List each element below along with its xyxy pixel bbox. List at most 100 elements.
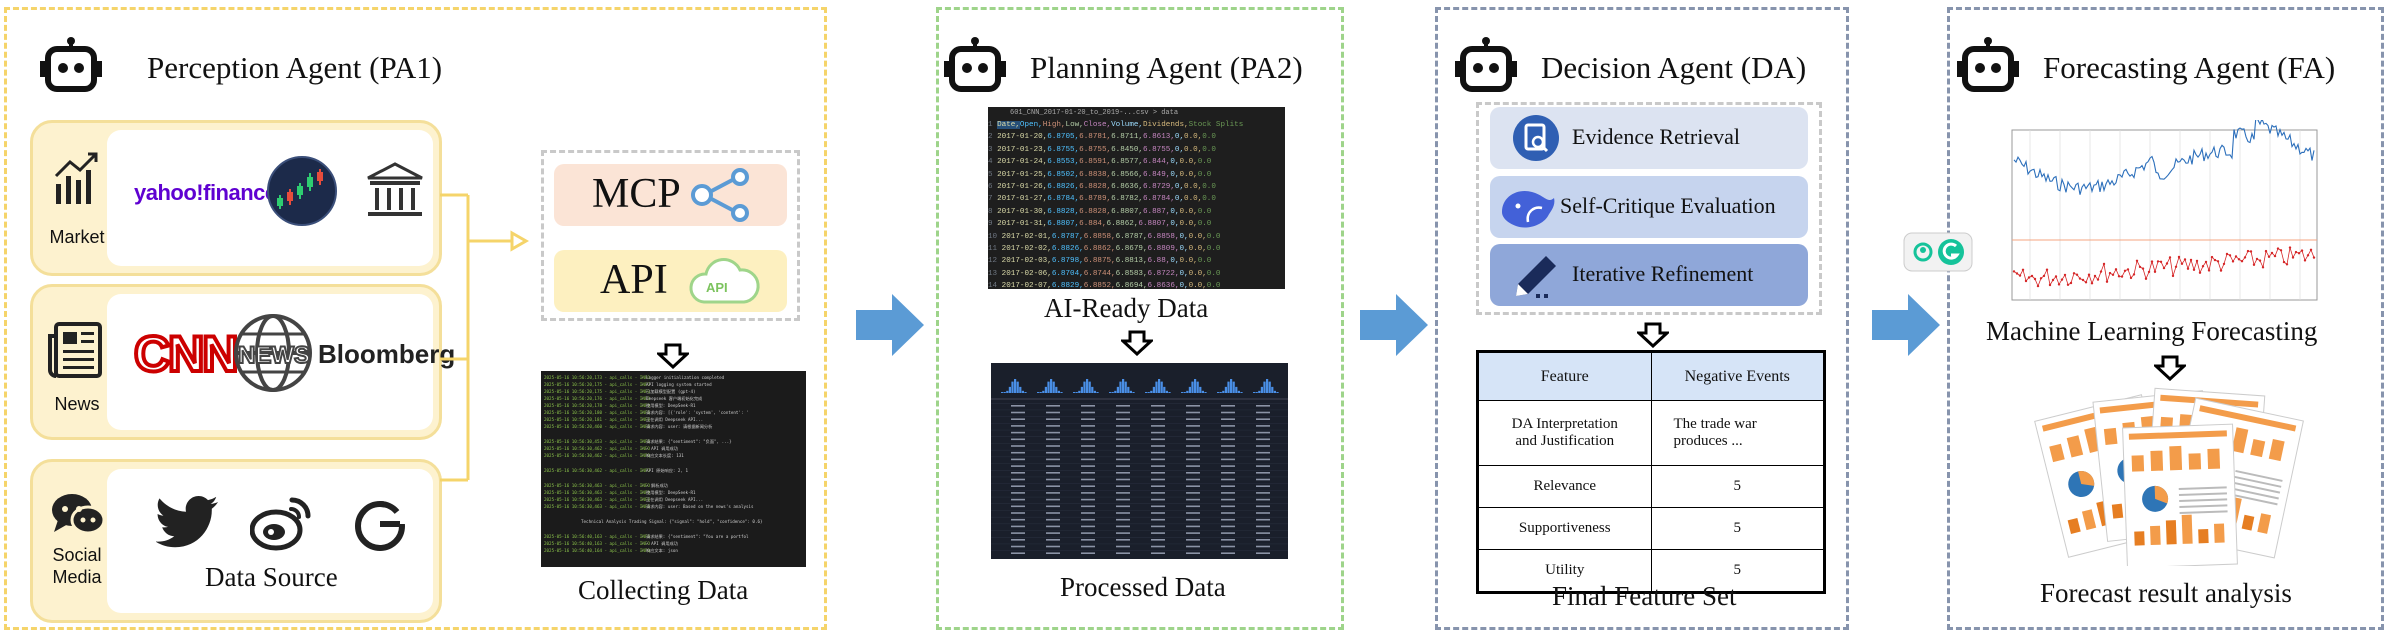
cell-value (1046, 485, 1060, 487)
signal-point (2204, 260, 2208, 264)
cell-value (1011, 458, 1025, 461)
cell-value (1116, 438, 1130, 441)
report-page (2122, 423, 2238, 566)
histogram-bar (1052, 381, 1055, 393)
row-line (991, 490, 1288, 491)
signal-point (2213, 258, 2217, 262)
down-arrow (2154, 355, 2186, 381)
cell-value (1256, 425, 1270, 427)
cell-value (1046, 418, 1060, 420)
cell-value (1151, 532, 1165, 534)
csv-line: 2 2017-01-20,6.8705,6.8781,6.8711,6.8613… (988, 133, 1216, 142)
planning-agent-panel (936, 7, 1344, 630)
cell-value (1046, 405, 1060, 407)
cnn-logo: CNN (132, 324, 240, 384)
down-arrow (1121, 330, 1153, 356)
signal-point (2297, 252, 2301, 255)
histogram-bar (1268, 381, 1271, 393)
cell-value (1116, 425, 1130, 427)
perception-agent-title: Perception Agent (PA1) (147, 50, 443, 85)
news-logo-text: NEWS (237, 341, 311, 370)
chart-bg (1990, 120, 2327, 312)
cell-value (1046, 525, 1060, 528)
cell-value (1011, 545, 1025, 548)
signal-point (2246, 249, 2250, 253)
histogram-bar (1111, 392, 1114, 393)
cell-value (1116, 552, 1130, 554)
signal-point (2102, 262, 2106, 266)
cell-value (1151, 512, 1165, 514)
cell-value (1256, 518, 1270, 521)
histogram-bar (1129, 390, 1132, 393)
cell-value (1081, 451, 1095, 454)
histogram-bar (1222, 390, 1225, 393)
cell-value (1081, 518, 1095, 521)
cell-value (1116, 505, 1130, 508)
iterative-refinement-label: Iterative Refinement (1572, 261, 1754, 286)
signal-point (2162, 266, 2166, 270)
cell-value (1081, 498, 1095, 501)
report-pie-slice (2154, 485, 2169, 504)
data-source-caption: Data Source (205, 562, 338, 592)
signal-point (2156, 260, 2160, 263)
cell-value (1151, 498, 1165, 501)
signal-point (2036, 284, 2040, 288)
cell-value (1116, 472, 1130, 474)
histogram-bar (1122, 379, 1125, 393)
signal-point (2186, 267, 2190, 270)
signal-point (2105, 280, 2109, 283)
signal-point (2072, 272, 2076, 275)
signal-point (2117, 275, 2121, 278)
signal-point (2069, 281, 2073, 285)
table-cell: Relevance (1477, 465, 1652, 508)
signal-point (2021, 268, 2025, 271)
signal-point (2078, 277, 2082, 280)
table-cell: DA Interpretation and Justification (1477, 400, 1652, 466)
histogram-bar (1109, 392, 1112, 393)
cell-value (1151, 539, 1165, 541)
signal-point (2174, 265, 2178, 268)
histogram-bar (1001, 392, 1004, 393)
cell-value (1046, 518, 1060, 521)
cell-value (1221, 438, 1235, 441)
histogram-bar (1232, 381, 1235, 393)
cell-value (1256, 418, 1270, 420)
histogram-bar (1240, 392, 1243, 393)
report-text-line (2178, 492, 2227, 497)
cell-value (1186, 498, 1200, 501)
svg-text:- Logger initialization comple: - Logger initialization completed (641, 375, 725, 380)
svg-text:2025-05-16 10:56:20,181 - api_: 2025-05-16 10:56:20,181 - api_calls - IN… (544, 417, 650, 422)
signal-point (2081, 278, 2085, 282)
cell-value (1046, 472, 1060, 474)
csv-line: 14 2017-02-07,6.8829,6.8852,6.8694,6.863… (988, 282, 1221, 289)
report-bar (2241, 514, 2255, 531)
histogram-bar (1019, 386, 1022, 393)
histogram-bar (1152, 386, 1155, 393)
svg-text:2025-05-16 10:56:20,176 - api_: 2025-05-16 10:56:20,176 - api_calls - IN… (544, 396, 650, 401)
report-bar (2268, 439, 2285, 462)
histogram-bar (1276, 392, 1279, 393)
cell-value (1116, 418, 1130, 420)
cell-value (1081, 545, 1095, 548)
document-search-icon (1513, 115, 1559, 161)
svg-text:2025-05-16 10:56:30,462 - api_: 2025-05-16 10:56:30,462 - api_calls - IN… (544, 453, 650, 458)
deepseek-whale-icon (1502, 190, 1555, 228)
report-bar (2049, 443, 2065, 463)
svg-text:2025-05-16 10:56:20,173 - api_: 2025-05-16 10:56:20,173 - api_calls - IN… (544, 375, 650, 380)
cell-value (1221, 485, 1235, 487)
signal-point (2129, 276, 2133, 280)
forecasting-agent-panel (1947, 7, 2384, 630)
cell-value (1256, 411, 1270, 414)
cell-value (1186, 525, 1200, 528)
cell-value (1221, 518, 1235, 521)
svg-text:- 请求结果: {"sentiment": "You are: - 请求结果: {"sentiment": "You are a portfol (641, 533, 749, 540)
signal-point (2090, 282, 2094, 285)
histogram-bar (1037, 392, 1040, 393)
cell-value (1116, 431, 1130, 434)
grammarly-badge-icon (1903, 232, 1973, 272)
cell-value (1221, 425, 1235, 427)
row-line (991, 523, 1288, 525)
histogram-bar (1266, 379, 1269, 393)
growth-chart-icon (54, 152, 98, 204)
bloomberg-logo: Bloomberg (318, 339, 456, 369)
